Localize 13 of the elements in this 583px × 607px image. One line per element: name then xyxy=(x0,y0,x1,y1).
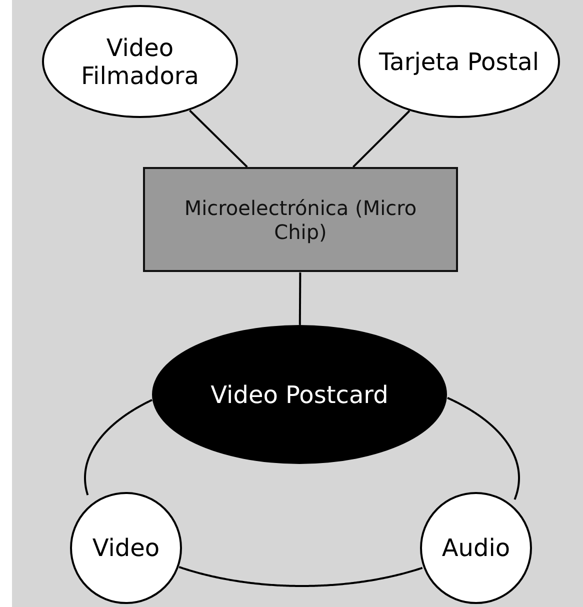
process-box xyxy=(143,167,458,272)
node-label: Microelectrónica (Micro Chip) xyxy=(183,196,418,244)
node-label: Video Filmadora xyxy=(80,34,200,90)
ring-arc-connector xyxy=(447,396,520,500)
ring-arc-connector xyxy=(84,399,152,496)
node-label: Tarjeta Postal xyxy=(378,48,540,76)
node-label: Video xyxy=(92,534,160,562)
connector-line xyxy=(189,110,248,168)
node-label: Audio xyxy=(442,534,510,562)
connector-line xyxy=(298,272,302,325)
node-label: Video Postcard xyxy=(210,380,388,408)
ring-arc-connector xyxy=(178,566,423,587)
connector-line xyxy=(352,110,410,168)
